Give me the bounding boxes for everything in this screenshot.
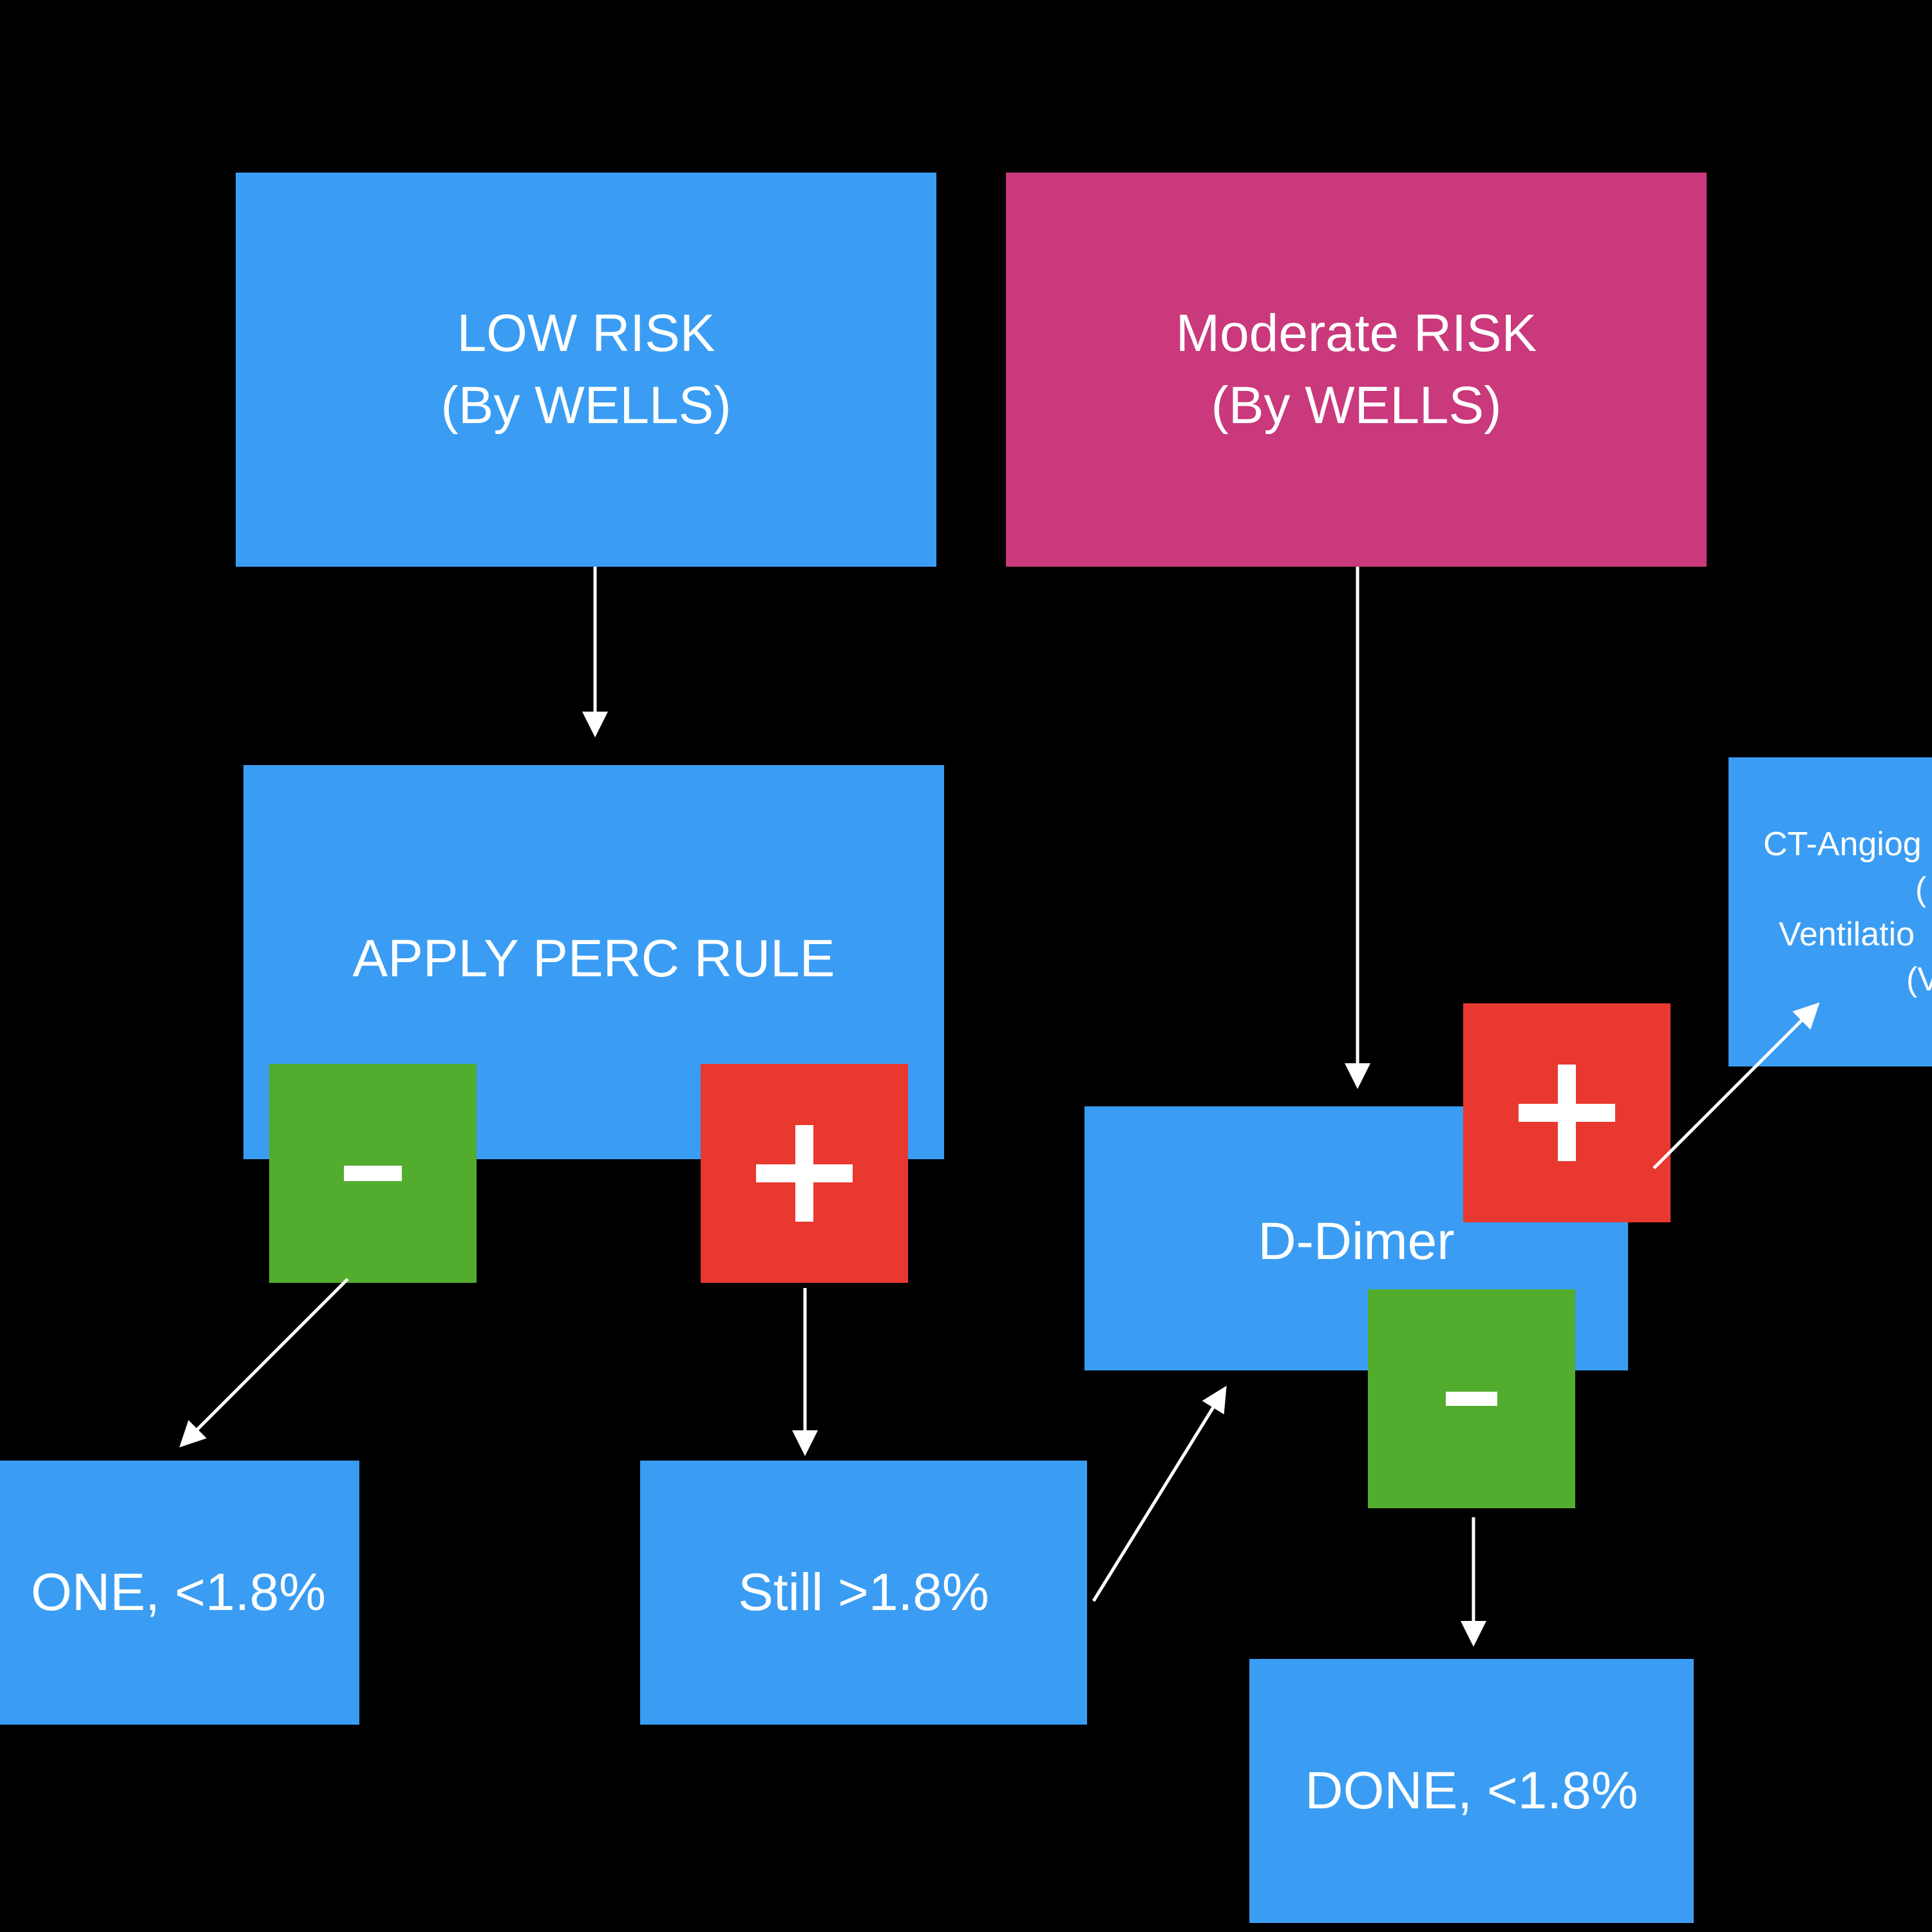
ct-angio-line4: (V: [1906, 961, 1932, 998]
perc-rule-label: APPLY PERC RULE: [352, 929, 835, 988]
ddimer-positive-sign: [1463, 1003, 1671, 1222]
still-box: Still >1.8%: [640, 1461, 1087, 1725]
done-bottom-label: DONE, <1.8%: [1305, 1761, 1638, 1820]
low-risk-title: LOW RISK: [457, 304, 715, 363]
minus-icon: [344, 1166, 402, 1181]
low-risk-subtitle: (By WELLS): [440, 376, 732, 435]
ct-angio-box: CT-Angiog ( Ventilatio (V: [1728, 757, 1932, 1066]
perc-positive-sign: [701, 1064, 908, 1283]
done-left-box: ONE, <1.8%: [0, 1461, 359, 1725]
arrow-perc-negative-to-done: [179, 1278, 349, 1448]
ct-angio-line3: Ventilatio: [1779, 916, 1915, 953]
ct-angio-line2: (: [1915, 871, 1927, 908]
still-label: Still >1.8%: [738, 1563, 989, 1622]
moderate-risk-box: Moderate RISK (By WELLS): [1006, 173, 1707, 567]
plus-icon: [756, 1125, 853, 1222]
d-dimer-label: D-Dimer: [1258, 1212, 1455, 1271]
perc-negative-sign: [269, 1064, 477, 1283]
low-risk-box: LOW RISK (By WELLS): [236, 173, 936, 567]
done-bottom-box: DONE, <1.8%: [1249, 1659, 1694, 1923]
minus-icon: [1446, 1392, 1497, 1406]
plus-icon: [1519, 1065, 1615, 1161]
moderate-risk-title: Moderate RISK: [1175, 304, 1537, 363]
arrow-still-to-ddimer: [1092, 1385, 1227, 1602]
ddimer-negative-sign: [1368, 1289, 1575, 1508]
moderate-risk-subtitle: (By WELLS): [1211, 376, 1502, 435]
done-left-label: ONE, <1.8%: [30, 1563, 326, 1622]
ct-angio-line1: CT-Angiog: [1763, 826, 1922, 863]
